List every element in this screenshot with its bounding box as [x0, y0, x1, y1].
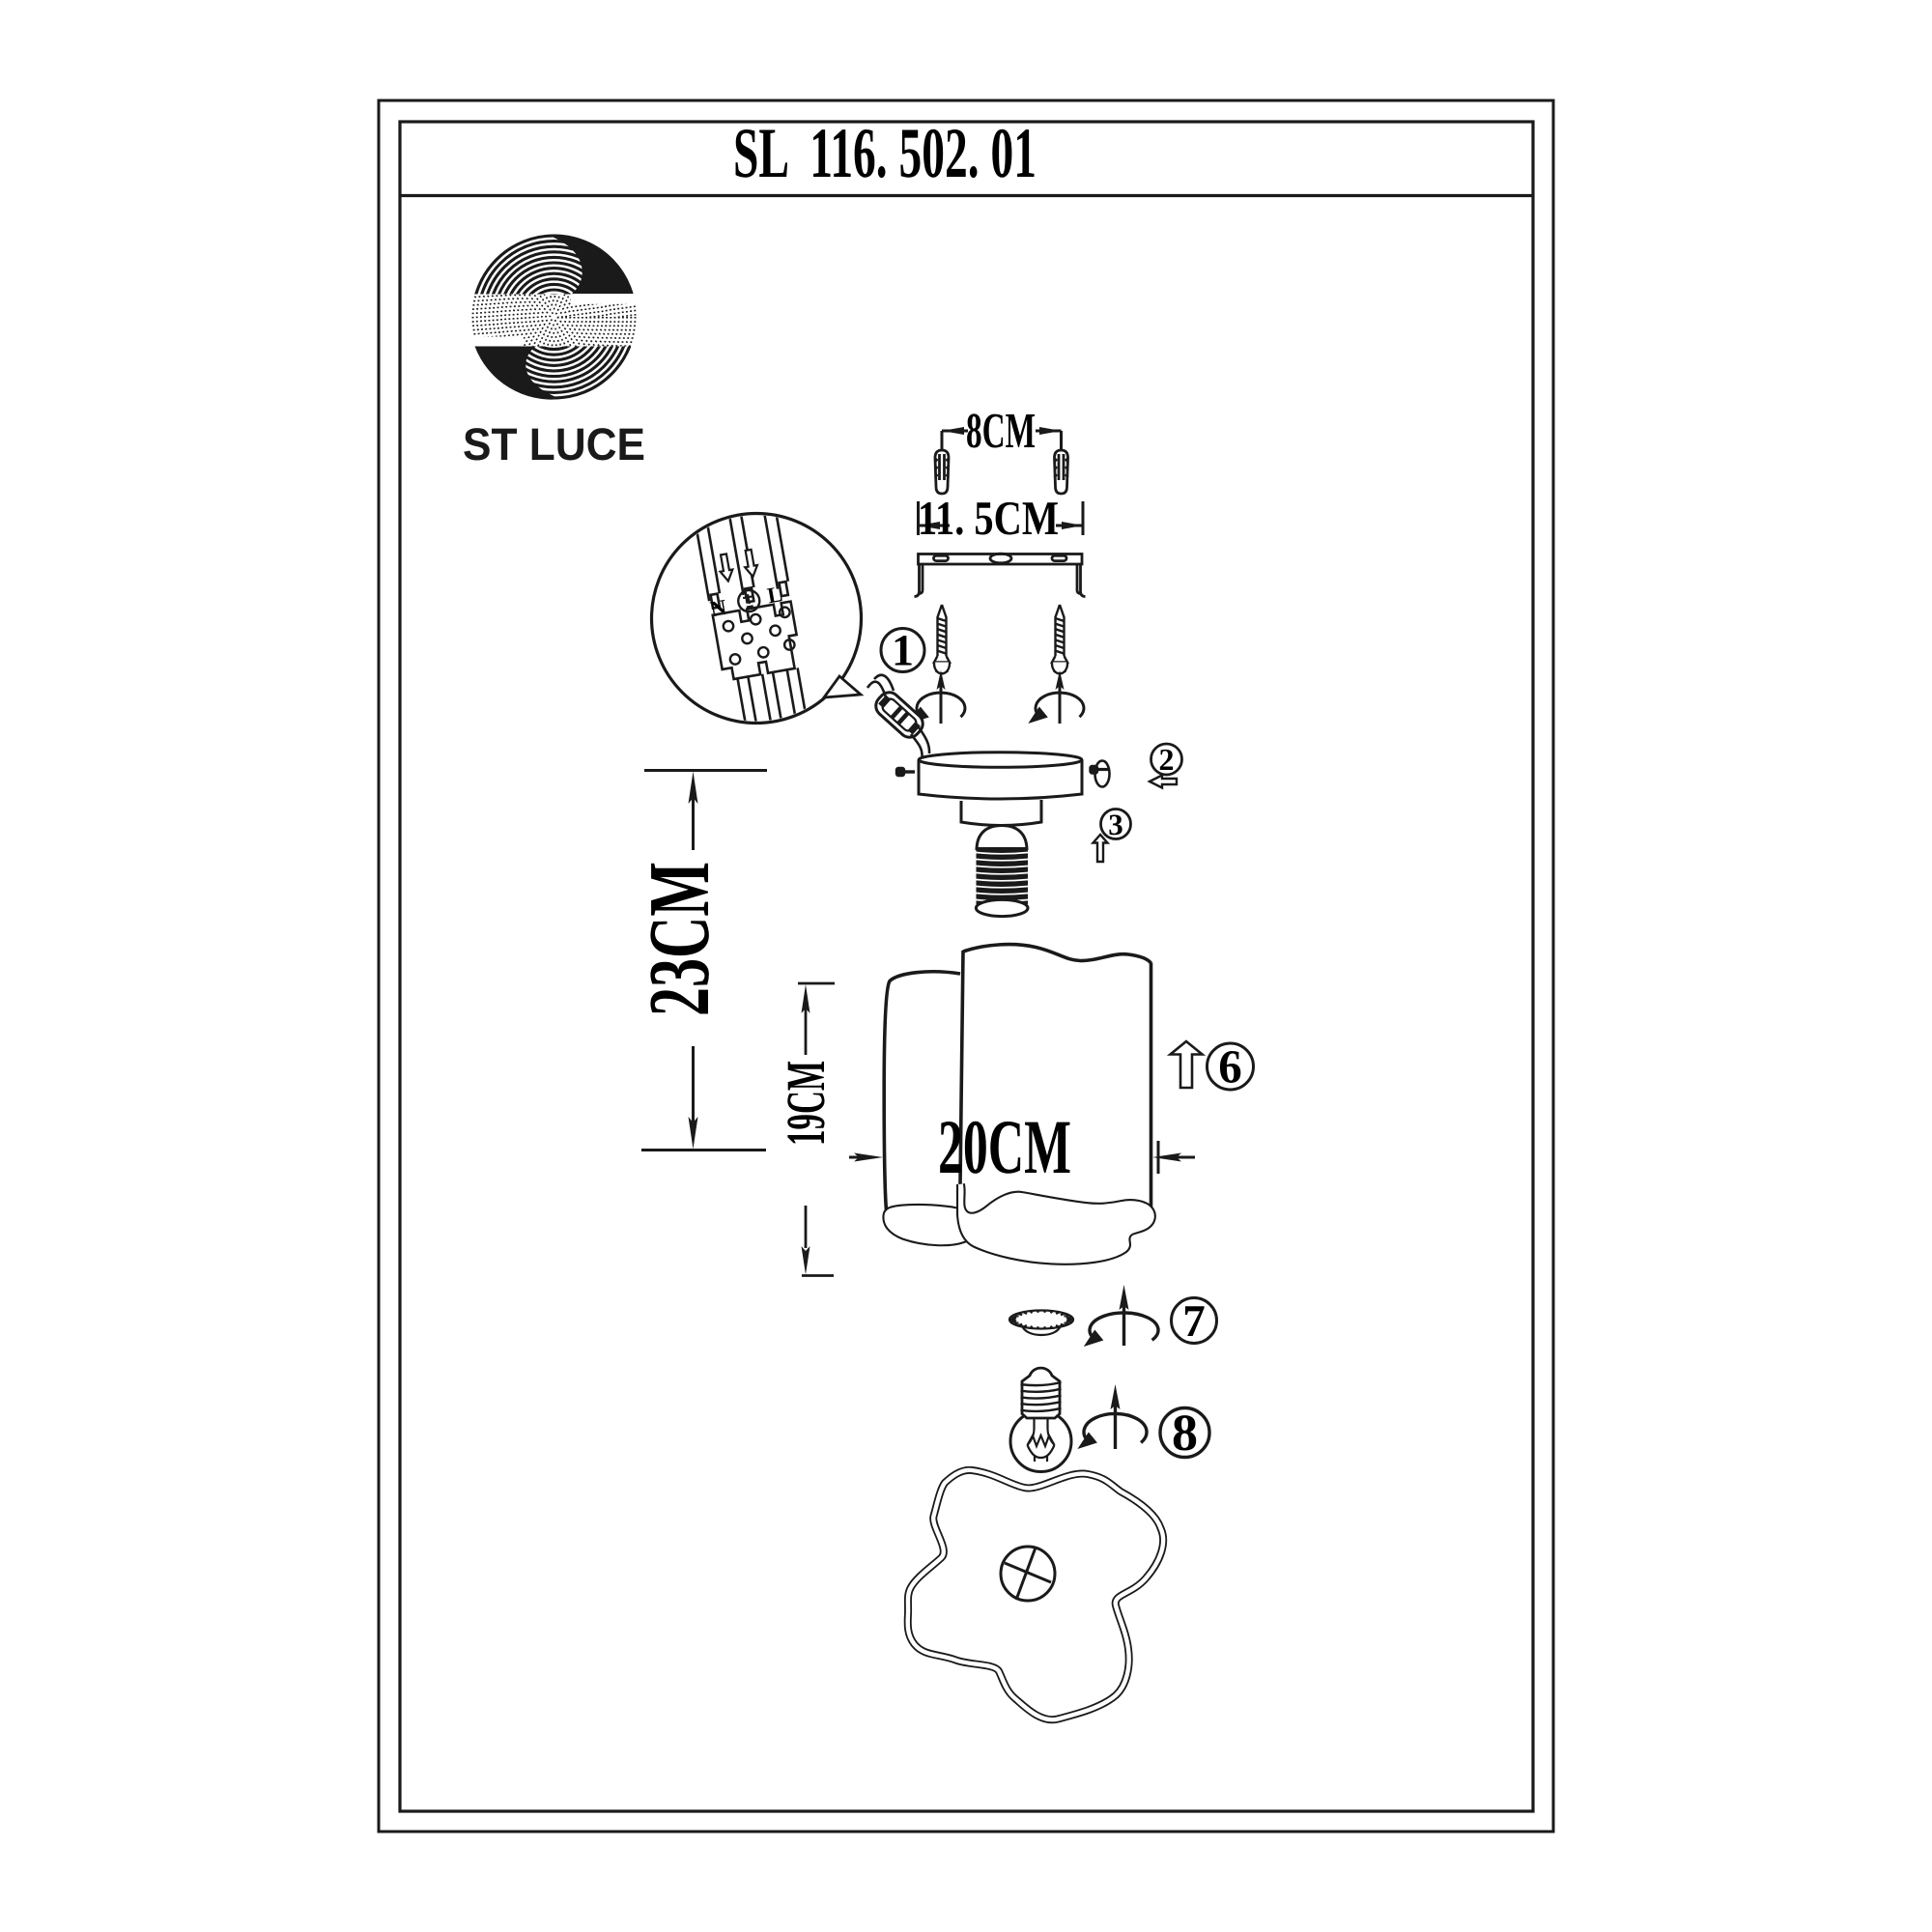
svg-text:7: 7	[1182, 1296, 1206, 1347]
svg-text:19CM: 19CM	[776, 1061, 837, 1146]
svg-text:1: 1	[892, 626, 914, 675]
svg-text:8: 8	[1172, 1404, 1198, 1462]
svg-text:3: 3	[1108, 808, 1123, 841]
svg-text:ST LUCE: ST LUCE	[463, 418, 645, 469]
svg-text:8CM: 8CM	[966, 404, 1036, 459]
svg-text:L: L	[765, 582, 783, 608]
svg-text:6: 6	[1218, 1040, 1242, 1094]
svg-text:SL 116. 502. 01: SL 116. 502. 01	[733, 114, 1037, 193]
svg-text:20CM: 20CM	[938, 1105, 1071, 1190]
svg-text:23CM: 23CM	[632, 862, 727, 1016]
svg-text:2: 2	[1159, 742, 1175, 777]
svg-text:11. 5CM: 11. 5CM	[918, 491, 1059, 545]
